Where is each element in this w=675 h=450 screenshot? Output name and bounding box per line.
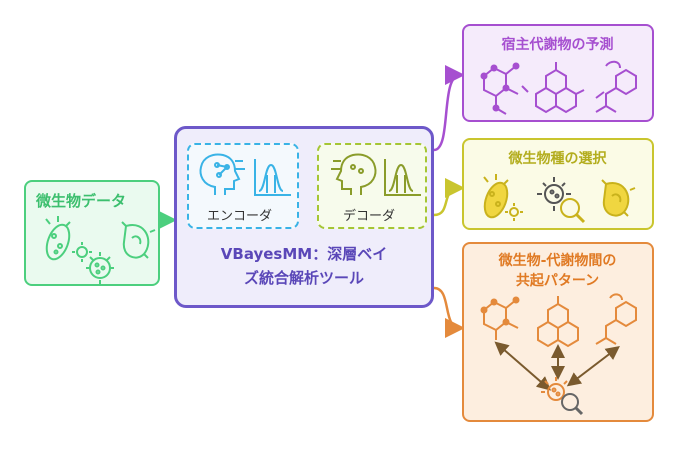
cooccurrence-title-line2: 共起パターン	[515, 273, 600, 289]
cooccurrence-box: 微生物-代謝物間の 共起パターン	[462, 242, 654, 422]
metabolite-prediction-title: 宿主代謝物の予測	[501, 37, 614, 53]
microbe-data-box: 微生物データ	[24, 180, 160, 286]
cooccurrence-title-line1: 微生物-代謝物間の	[498, 253, 617, 269]
arrow-to-cooccurrence	[433, 286, 465, 338]
molecule-icon	[480, 60, 637, 115]
encoder-box: エンコーダ	[187, 143, 299, 229]
model-title-line2: ズ統合解析ツール	[243, 269, 364, 287]
species-selection-box: 微生物種の選択	[462, 138, 654, 230]
metabolite-prediction-box: 宿主代謝物の予測	[462, 24, 654, 122]
bacteria-icon	[45, 216, 156, 284]
encoder-label: エンコーダ	[207, 209, 273, 224]
microbe-data-title: 微生物データ	[36, 192, 127, 210]
decoder-label: デコーダ	[343, 209, 396, 224]
decoder-box: デコーダ	[317, 143, 427, 229]
ai-head-icon	[331, 153, 421, 196]
molecule-network-icon	[480, 293, 637, 416]
bacteria-search-icon	[483, 174, 636, 224]
arrow-to-species	[433, 178, 465, 217]
arrow-to-metabolite	[433, 65, 465, 152]
species-selection-title: 微生物種の選択	[508, 151, 607, 167]
vbayesmm-box: エンコーダ デコーダ VBayesMM：深層ベイ ズ統合解析ツール	[174, 126, 434, 308]
ai-head-icon	[199, 153, 291, 196]
model-title-line1: VBayesMM：深層ベイ	[220, 245, 388, 263]
